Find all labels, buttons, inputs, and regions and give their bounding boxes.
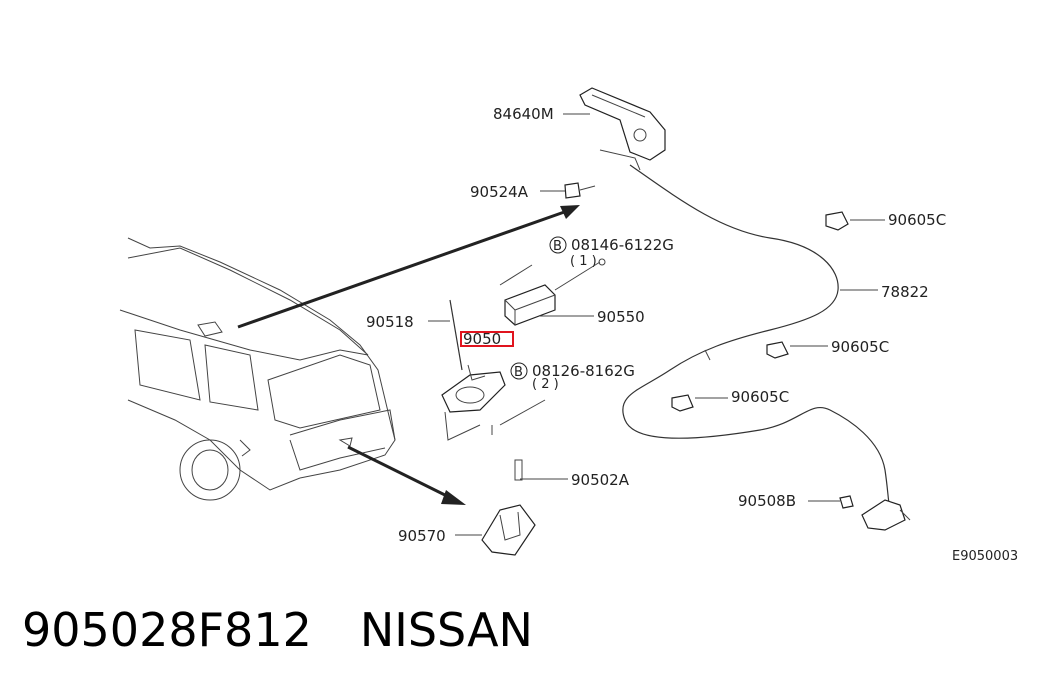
bolt-mark-2: B: [514, 365, 523, 380]
label-90605c-b[interactable]: 90605C: [831, 338, 889, 356]
bolt-mark-1: B: [553, 239, 562, 254]
label-90570[interactable]: 90570: [398, 527, 446, 545]
nut-90508b: [839, 495, 854, 509]
label-90550[interactable]: 90550: [597, 308, 645, 326]
label-08146-6122g[interactable]: 08146-6122G: [571, 236, 674, 254]
bolt-mark-circle-1: [549, 236, 567, 254]
bolt-mark-circle-2: [510, 362, 528, 380]
label-90518[interactable]: 90518: [366, 313, 414, 331]
cable-end-bracket: [861, 499, 911, 531]
clip-90605c-c: [671, 394, 694, 412]
release-cable-78822: [622, 164, 891, 511]
parts-diagram: 84640M 90524A 90605C B 08146-6122G ( 1 )…: [119, 87, 1018, 564]
bolt-90524a: [564, 182, 596, 199]
leader-lines: [428, 113, 885, 536]
highlight-box: [460, 331, 514, 347]
label-90605c-a[interactable]: 90605C: [888, 211, 946, 229]
qty-08146: ( 1 ): [570, 254, 597, 269]
label-78822[interactable]: 78822: [881, 283, 929, 301]
opener-lever-84640m: [579, 87, 666, 171]
part-number: 905028F812: [22, 603, 312, 657]
label-90508b[interactable]: 90508B: [738, 492, 796, 510]
label-90502a[interactable]: 90502A: [571, 471, 630, 489]
vehicle-illustration: [119, 237, 396, 501]
pointer-arrows: [237, 205, 580, 505]
clip-90605c-a: [825, 211, 849, 231]
lock-assembly: [441, 299, 506, 441]
label-84640m[interactable]: 84640M: [493, 105, 554, 123]
label-90524a[interactable]: 90524A: [470, 183, 529, 201]
actuator-90550: [504, 258, 606, 326]
striker-90570: [481, 459, 536, 556]
diagram-code: E9050003: [952, 549, 1018, 564]
label-08126-8162g[interactable]: 08126-8162G: [532, 362, 635, 380]
label-90605c-c[interactable]: 90605C: [731, 388, 789, 406]
brand-name: NISSAN: [359, 603, 533, 657]
clip-90605c-b: [766, 341, 789, 359]
part-caption: 905028F812 NISSAN: [22, 598, 533, 662]
label-9050x-highlighted[interactable]: 9050: [463, 330, 501, 348]
qty-08126: ( 2 ): [532, 377, 559, 392]
